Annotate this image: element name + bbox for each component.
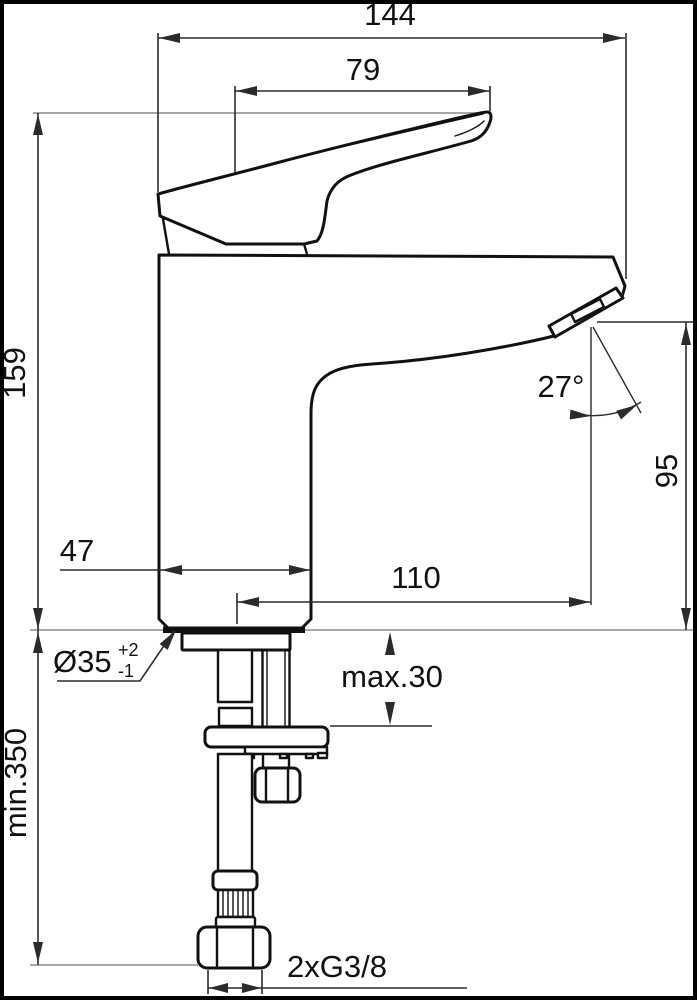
mounting-flange <box>180 631 292 652</box>
label-connection-thread: 2xG3/8 <box>287 949 387 984</box>
faucet-body-spout <box>157 253 627 630</box>
supply-hose-lower <box>216 752 254 873</box>
lever-tip-line <box>454 120 485 137</box>
label-lever-length: 79 <box>346 52 380 87</box>
base-gasket <box>163 626 305 633</box>
supply-hose-joint <box>217 706 254 728</box>
cartridge-neck-left <box>161 217 171 256</box>
hose-ferrule <box>216 888 255 919</box>
label-hole-diameter: Ø35 <box>53 644 112 679</box>
dim-max30 <box>330 632 432 727</box>
label-body-depth: 47 <box>60 533 94 568</box>
hose-collar <box>211 869 259 892</box>
dim-angle-27 <box>569 326 642 605</box>
label-deck-thickness: max.30 <box>341 659 443 694</box>
lever-handle <box>156 110 493 246</box>
dim-159 <box>33 113 43 630</box>
label-outlet-angle: 27° <box>538 369 585 404</box>
label-overall-depth: 144 <box>364 0 416 32</box>
mounting-nut <box>253 766 302 804</box>
dim-47 <box>60 565 310 575</box>
dim-min350 <box>33 630 43 965</box>
supply-hose-upper <box>216 648 254 704</box>
cartridge-neck-right <box>302 242 309 256</box>
hose-connection-nut <box>196 925 272 970</box>
dim-connection <box>207 970 467 994</box>
rod-stub <box>261 752 291 770</box>
faucet <box>156 110 627 970</box>
label-total-height: 159 <box>0 347 32 399</box>
dim-144 <box>157 33 627 279</box>
reference-lines <box>30 112 693 966</box>
label-outlet-height: 95 <box>649 454 684 488</box>
dimension-texts: 144 79 159 47 110 95 27° Ø35 +2 -1 max.3… <box>0 0 684 984</box>
aerator-insert <box>569 297 606 324</box>
label-spout-reach: 110 <box>391 560 440 595</box>
dim-110 <box>236 593 591 624</box>
dim-95 <box>597 321 693 630</box>
mounting-washer <box>203 725 330 749</box>
threaded-rod <box>261 648 291 729</box>
lever-highlight-line <box>196 113 484 184</box>
label-hole-tol-plus: +2 <box>118 640 139 660</box>
label-hole-tol-minus: -1 <box>118 661 134 681</box>
dim-hole-dia <box>57 630 176 682</box>
dimension-lines <box>33 33 693 994</box>
label-hose-length: min.350 <box>0 728 33 838</box>
dim-79 <box>234 86 491 173</box>
